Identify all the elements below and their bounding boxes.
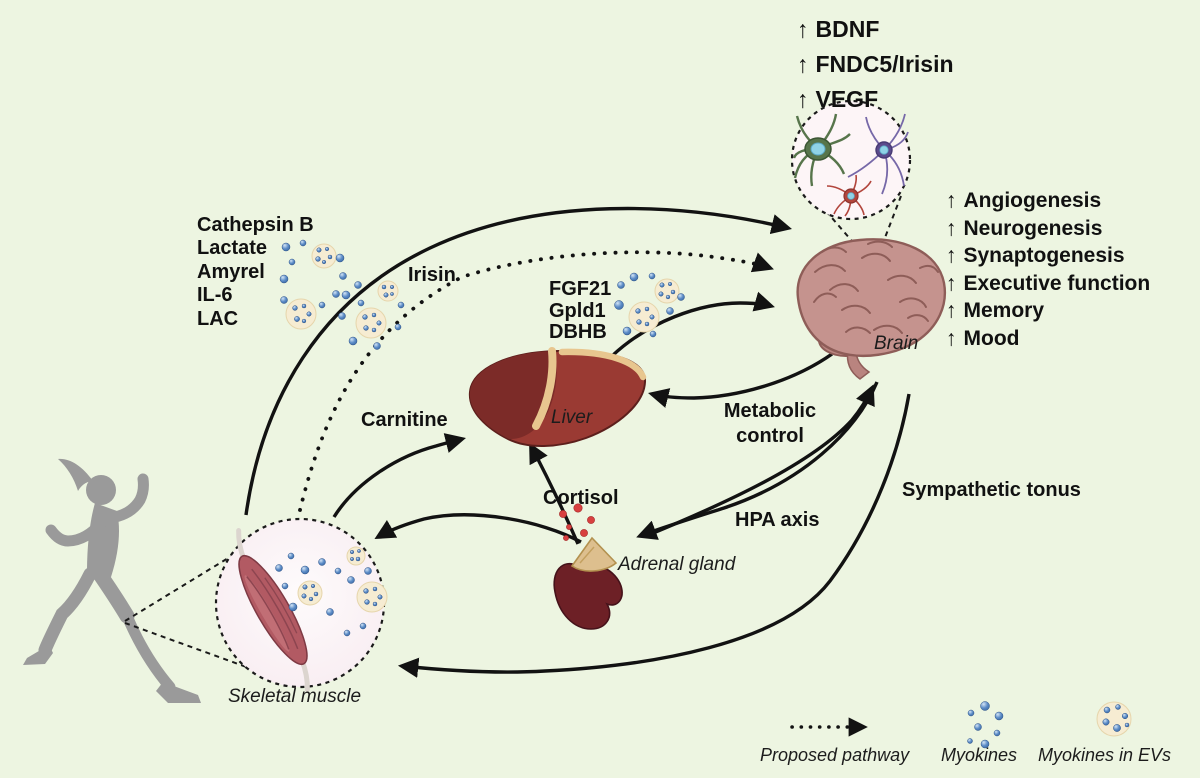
factor-row: ↑BDNF bbox=[797, 12, 954, 47]
up-arrow-icon: ↑ bbox=[797, 50, 809, 78]
arrow-brain-to-liver-metabolic bbox=[648, 352, 833, 408]
carnitine-label: Carnitine bbox=[361, 409, 448, 431]
myokine-label: Lactate bbox=[197, 237, 268, 260]
brain-illustration bbox=[796, 238, 947, 380]
legend-myokines-in-evs-label: Myokines in EVs bbox=[1038, 745, 1172, 765]
effect-label: Memory bbox=[963, 299, 1045, 323]
effect-label: Synaptogenesis bbox=[963, 244, 1125, 268]
muscle-fiber-illustration bbox=[236, 528, 310, 692]
up-arrow-icon: ↑ bbox=[946, 216, 957, 241]
effect-row: ↑Synaptogenesis bbox=[946, 242, 1150, 270]
callout-line-neurons-left bbox=[825, 210, 871, 263]
hepatokine-label: Gpld1 bbox=[549, 299, 606, 322]
factor-label: BDNF bbox=[815, 16, 880, 42]
skeletal-muscle-organ-label: Skeletal muscle bbox=[228, 686, 362, 707]
callout-line-muscle-upper bbox=[124, 548, 244, 622]
arrow-adrenal-to-brain-hpa bbox=[645, 384, 875, 538]
ponytail bbox=[58, 458, 93, 491]
legend-myokines-icon bbox=[967, 701, 1004, 749]
myokine-label: IL-6 bbox=[197, 284, 233, 307]
myokine-label: Amyrel bbox=[197, 260, 265, 283]
up-arrow-icon: ↑ bbox=[946, 298, 957, 323]
effect-label: Executive function bbox=[963, 271, 1151, 295]
arrow-muscle-to-brain bbox=[244, 206, 792, 516]
factor-row: ↑FNDC5/Irisin bbox=[797, 47, 954, 82]
up-arrow-icon: ↑ bbox=[797, 85, 809, 113]
runner-rear-leg bbox=[38, 567, 97, 657]
effect-row: ↑ Angiogenesis bbox=[946, 187, 1150, 215]
arrow-adrenal-to-liver-cortisol bbox=[529, 442, 580, 545]
arrow-carnitine-muscle-to-liver bbox=[332, 433, 466, 518]
myokine-cluster-liver-factors bbox=[614, 272, 685, 338]
hepatokine-label: DBHB bbox=[549, 321, 607, 344]
liver-secreted-factors-list: FGF21 Gpld1 DBHB bbox=[549, 278, 612, 344]
cortisol-dots bbox=[559, 503, 595, 541]
neuron-illustration bbox=[847, 113, 909, 195]
runner-silhouette bbox=[23, 458, 201, 703]
effect-row: ↑Memory bbox=[946, 297, 1150, 325]
callout-line-muscle-lower bbox=[124, 622, 253, 670]
adrenal-gland-illustration bbox=[553, 536, 623, 630]
myokine-cluster-irisin bbox=[338, 280, 405, 350]
runner-head bbox=[86, 475, 116, 505]
up-arrow-icon: ↑ bbox=[946, 271, 957, 296]
runner-rear-foot bbox=[23, 645, 53, 665]
runner-front-shin bbox=[121, 610, 176, 693]
effect-row: ↑Neurogenesis bbox=[946, 215, 1150, 243]
myokine-cluster-in-muscle bbox=[275, 546, 388, 637]
arrow-brain-to-muscle-sympathetic bbox=[397, 393, 911, 678]
effect-row: ↑Executive function bbox=[946, 270, 1150, 298]
brain-effects-list: ↑Angiogenesis ↑Neurogenesis ↑Synaptogene… bbox=[946, 187, 1150, 353]
arrow-irisin-proposed bbox=[298, 250, 774, 512]
liver-organ-label: Liver bbox=[551, 407, 593, 428]
factor-label: FNDC5/Irisin bbox=[815, 51, 954, 77]
brain-upregulated-factors-list: ↑BDNF ↑FNDC5/Irisin ↑VEGF bbox=[797, 12, 954, 117]
runner-front-thigh bbox=[89, 562, 135, 624]
sympathetic-tonus-label: Sympathetic tonus bbox=[902, 479, 1081, 501]
effect-label: Angiogenesis bbox=[963, 189, 1102, 212]
irisin-label: Irisin bbox=[408, 264, 456, 286]
hepatokine-label: FGF21 bbox=[549, 278, 612, 300]
legend-proposed-pathway-label: Proposed pathway bbox=[760, 745, 910, 765]
runner-front-foot bbox=[156, 682, 201, 703]
metabolic-control-label: Metabolic control bbox=[723, 400, 817, 447]
brain-organ-label: Brain bbox=[874, 333, 919, 354]
up-arrow-icon: ↑ bbox=[946, 188, 957, 213]
legend-myokines-in-evs-icon bbox=[1096, 701, 1132, 737]
arrow-liver-to-brain bbox=[610, 291, 775, 358]
factor-row: ↑VEGF bbox=[797, 82, 954, 117]
runner-rear-arm bbox=[45, 516, 108, 547]
hpa-axis-label: HPA axis bbox=[735, 509, 820, 531]
effect-label: Mood bbox=[963, 326, 1020, 350]
myokine-label: LAC bbox=[197, 307, 239, 330]
arrow-adrenal-to-muscle bbox=[374, 513, 582, 544]
adrenal-gland-organ-label: Adrenal gland bbox=[618, 554, 736, 575]
effect-label: Neurogenesis bbox=[963, 216, 1103, 240]
muscle-secreted-factors-list: Cathepsin B Lactate Amyrel IL-6 LAC bbox=[197, 214, 314, 331]
microglia-illustration bbox=[826, 174, 872, 217]
up-arrow-icon: ↑ bbox=[946, 243, 957, 268]
effect-row: ↑Mood bbox=[946, 325, 1150, 353]
neuron-callout-circle bbox=[790, 99, 912, 221]
factor-label: VEGF bbox=[815, 86, 879, 112]
up-arrow-icon: ↑ bbox=[946, 326, 957, 351]
astrocyte-illustration bbox=[792, 113, 851, 187]
legend-myokines-label: Myokines bbox=[941, 745, 1018, 765]
up-arrow-icon: ↑ bbox=[797, 15, 809, 43]
runner-front-arm bbox=[104, 473, 149, 524]
cortisol-label: Cortisol bbox=[543, 487, 619, 509]
liver-illustration bbox=[468, 347, 647, 447]
myokine-cluster-muscle-list bbox=[279, 239, 347, 330]
skeletal-muscle-callout-circle bbox=[214, 517, 386, 692]
myokine-label: Cathepsin B bbox=[197, 214, 314, 236]
